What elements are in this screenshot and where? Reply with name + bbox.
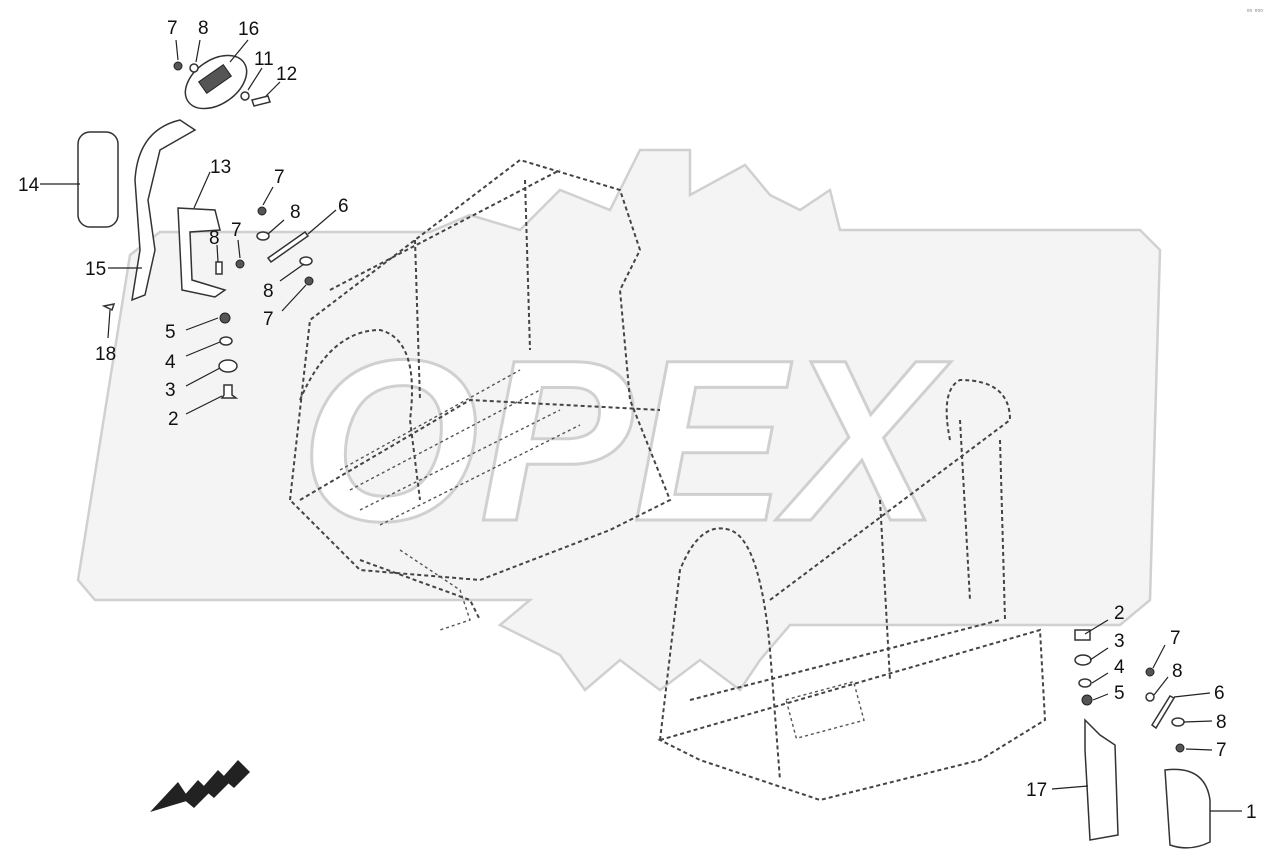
callout-13: 13 (210, 157, 231, 178)
bolt-2r (1074, 629, 1091, 641)
watermark-gear (76, 148, 1162, 692)
washer-8b (256, 231, 270, 241)
washer-8r2 (1171, 717, 1185, 727)
callout-3: 3 (165, 380, 176, 401)
callout-7-mid: 7 (274, 167, 285, 188)
mirror-arm-15 (131, 119, 197, 302)
callout-8-right-low: 8 (1216, 712, 1227, 733)
washer-4r (1078, 678, 1092, 688)
washer-8r1 (1145, 692, 1155, 702)
watermark-text: OPEX (300, 312, 951, 569)
callout-15: 15 (85, 259, 106, 280)
callout-14: 14 (18, 175, 40, 196)
nut-7a (173, 61, 183, 71)
callout-2-right: 2 (1114, 603, 1125, 624)
mirror-16-grille (198, 63, 232, 95)
washer-8a (189, 63, 199, 73)
callout-8-low: 8 (263, 281, 274, 302)
nut-7r2 (1175, 743, 1185, 753)
left-mirror-assembly (77, 54, 314, 399)
callout-11: 11 (254, 49, 274, 70)
knob-18 (101, 303, 116, 312)
bolt-12 (251, 95, 271, 107)
washer-8c (299, 256, 313, 266)
washer-3r (1074, 654, 1092, 666)
callout-6: 6 (338, 196, 349, 217)
washer-11 (240, 91, 250, 101)
washer-3 (218, 359, 238, 373)
callout-5-right: 5 (1114, 683, 1125, 704)
nut-7r1 (1145, 667, 1155, 677)
corner-mark: ▫▫ ▫▫▫ (1246, 6, 1263, 15)
rod-6 (266, 230, 310, 264)
nut-7c (304, 276, 314, 286)
callout-8-right-top: 8 (1172, 661, 1183, 682)
mirror-1 (1164, 768, 1211, 849)
callout-4: 4 (165, 352, 176, 373)
callout-5: 5 (165, 322, 176, 343)
bracket-13 (177, 207, 227, 298)
washer-4 (219, 336, 233, 346)
right-callouts: 2 3 7 4 8 5 6 8 7 17 1 (1026, 603, 1257, 823)
nut-5r (1081, 694, 1093, 706)
callout-8-bracket: 8 (209, 228, 220, 249)
callout-16: 16 (238, 19, 259, 40)
callout-7-low: 7 (263, 309, 274, 330)
callout-8-top: 8 (198, 18, 209, 39)
callout-7-right-low: 7 (1216, 740, 1227, 761)
nut-7b (257, 206, 267, 216)
callout-7-bracket: 7 (231, 220, 242, 241)
callout-4-right: 4 (1114, 657, 1125, 678)
mirror-14 (77, 131, 119, 228)
bracket-17 (1084, 718, 1119, 841)
callout-6-right: 6 (1214, 683, 1225, 704)
bolt-2 (220, 384, 239, 399)
left-callouts: 7 8 16 11 12 14 13 7 8 6 7 8 15 8 7 5 18… (18, 18, 349, 430)
nut-5 (219, 312, 231, 324)
leader-lines (40, 39, 1242, 812)
nut-7d (235, 259, 245, 269)
direction-arrow (150, 760, 250, 812)
cab-frame (288, 158, 672, 631)
callout-7-right-top: 7 (1170, 628, 1181, 649)
callout-7-top: 7 (167, 18, 178, 39)
watermark-logo: OPEX (76, 148, 1162, 692)
right-mirror-assembly (1074, 629, 1211, 849)
rod-6r (1151, 695, 1176, 730)
spring-8 (215, 261, 223, 275)
callout-18: 18 (95, 344, 116, 365)
callout-12: 12 (276, 64, 297, 85)
callout-3-right: 3 (1114, 631, 1125, 652)
callout-17: 17 (1026, 780, 1047, 801)
lower-frame (657, 378, 1047, 802)
callout-8-mid: 8 (290, 202, 301, 223)
callout-1: 1 (1246, 802, 1257, 823)
callout-2: 2 (168, 409, 179, 430)
